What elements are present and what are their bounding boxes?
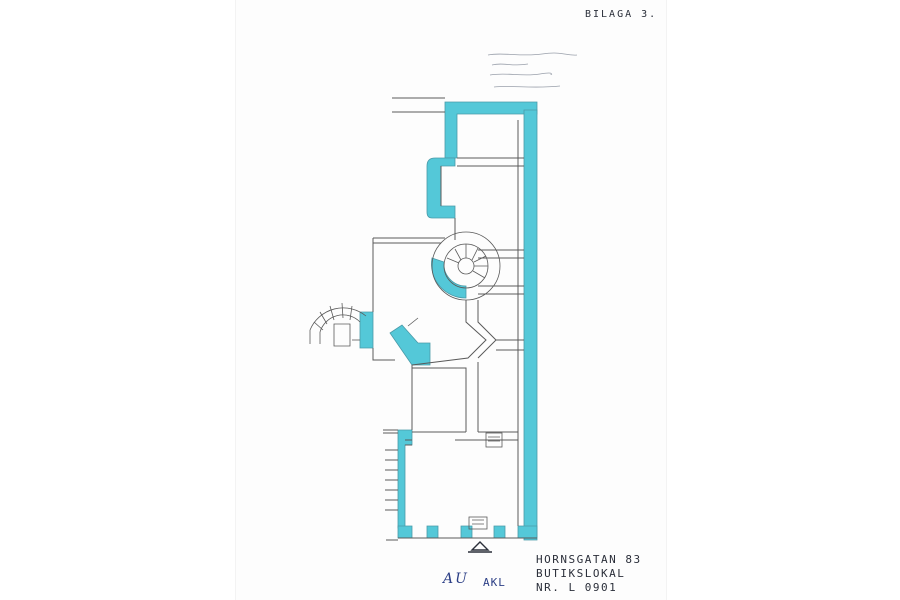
spiral-staircase-left [309,302,367,347]
faded-handwritten-stamp [487,52,578,88]
door-swing-mark [407,317,419,327]
wall-outlines [372,97,537,541]
address-use: BUTIKSLOKAL [536,567,626,580]
signature-initials-2: AKL [483,576,506,589]
address-street: HORNSGATAN 83 [536,553,642,566]
appendix-label: BILAGA 3. [585,9,658,20]
entrance-arrow-icon [468,541,492,553]
address-number: NR. L 0901 [536,581,618,594]
chimney-blocks [468,432,503,530]
signature-initials-1: AU [443,571,469,587]
highlighted-walls [359,101,538,541]
address-block: HORNSGATAN 83 BUTIKSLOKAL NR. L 0901 [536,553,642,595]
paper-sheet [236,0,666,600]
spiral-staircase-central [431,231,501,301]
